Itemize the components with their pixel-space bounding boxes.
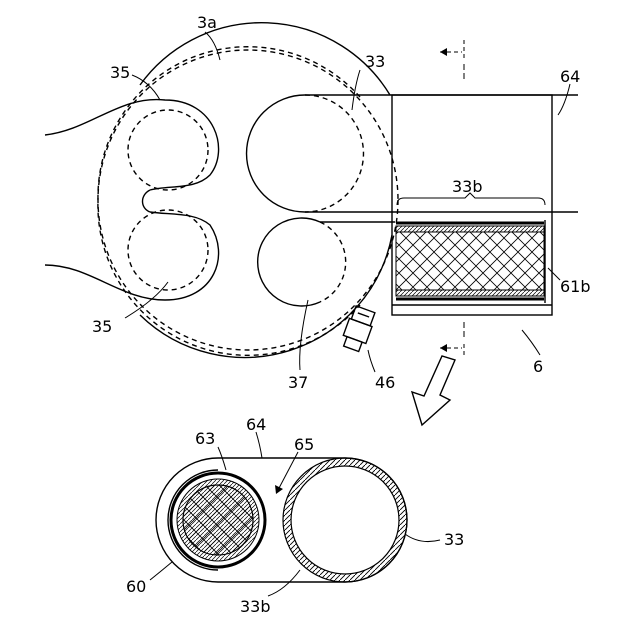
- engine-contour: [140, 23, 392, 358]
- intake-port-upper-dashed: [305, 95, 363, 212]
- label-37: 37: [288, 373, 308, 392]
- label-33-lower: 33: [444, 530, 464, 549]
- label-65: 65: [294, 435, 314, 454]
- filter-element: [396, 223, 544, 299]
- section-mark-bottom: [440, 322, 464, 358]
- cross-section: [156, 458, 407, 582]
- port-37: [258, 218, 320, 306]
- label-60: 60: [126, 577, 146, 596]
- port-37-dashed: [320, 222, 346, 302]
- exhaust-notch: [143, 190, 151, 212]
- label-46: 46: [375, 373, 395, 392]
- label-61b: 61b: [560, 277, 591, 296]
- label-33b-lower: 33b: [240, 597, 271, 616]
- exhaust-curve-upper: [45, 100, 219, 190]
- label-6: 6: [533, 357, 543, 376]
- label-33b-upper: 33b: [452, 177, 483, 196]
- port-lower-left-dashed: [128, 210, 208, 290]
- label-35-upper: 35: [110, 63, 130, 82]
- label-35-lower: 35: [92, 317, 112, 336]
- section-mark-top: [440, 40, 464, 82]
- label-33-upper: 33: [365, 52, 385, 71]
- port-upper-left-dashed: [128, 110, 208, 190]
- label-3a: 3a: [197, 13, 217, 32]
- intake-port-upper: [247, 95, 305, 212]
- sensor-46: [340, 305, 377, 353]
- label-63: 63: [195, 429, 215, 448]
- view-arrow: [412, 356, 455, 425]
- leader-lines-upper: [125, 32, 570, 372]
- label-64-lower: 64: [246, 415, 266, 434]
- label-64-upper: 64: [560, 67, 580, 86]
- exhaust-curve-lower: [45, 212, 219, 300]
